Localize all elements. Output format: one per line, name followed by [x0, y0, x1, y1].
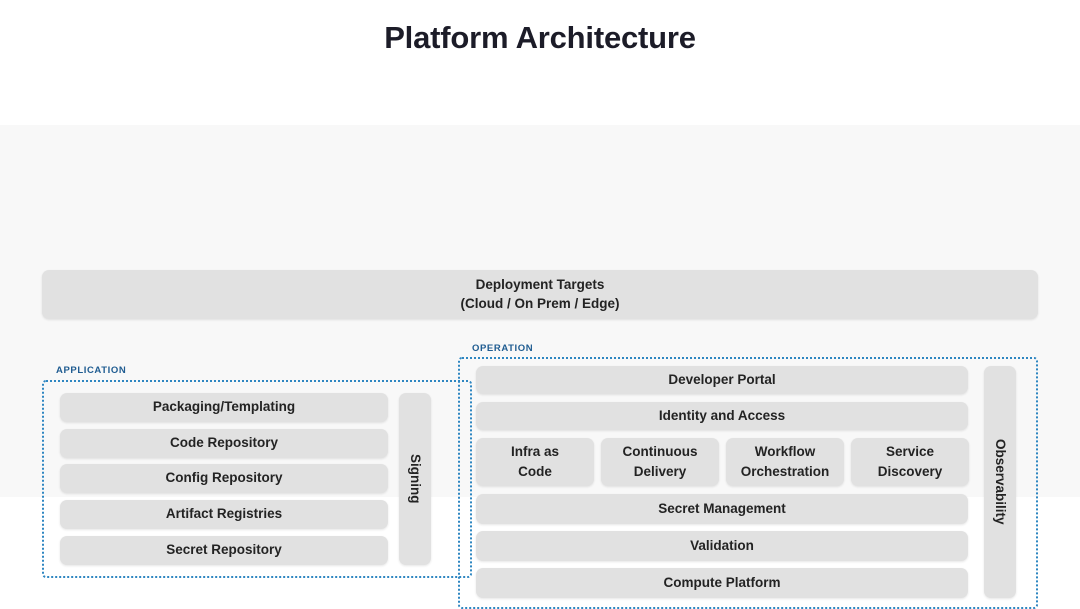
- group-label-application: APPLICATION: [56, 365, 127, 376]
- node-service-discovery-line2: Discovery: [877, 464, 943, 479]
- node-secret-management: Secret Management: [476, 494, 968, 524]
- node-infra-as-code-line2: Code: [518, 464, 552, 479]
- node-service-discovery-line1: Service: [885, 443, 935, 459]
- node-workflow-orchestration-line2: Orchestration: [740, 464, 830, 479]
- deployment-targets-line1: Deployment Targets: [475, 277, 605, 293]
- deployment-targets-line2: (Cloud / On Prem / Edge): [460, 295, 620, 311]
- node-developer-portal: Developer Portal: [476, 366, 968, 394]
- diagram-canvas: Deployment Targets (Cloud / On Prem / Ed…: [0, 125, 1080, 609]
- node-infra-as-code: Infra as Code: [476, 438, 594, 486]
- node-code-repository: Code Repository: [60, 429, 388, 458]
- node-continuous-delivery-line2: Delivery: [633, 464, 687, 479]
- node-continuous-delivery: Continuous Delivery: [601, 438, 719, 486]
- node-config-repository: Config Repository: [60, 464, 388, 493]
- node-service-discovery: Service Discovery: [851, 438, 969, 486]
- group-label-operation: OPERATION: [472, 343, 534, 354]
- node-validation: Validation: [476, 531, 968, 561]
- deployment-targets-box: Deployment Targets (Cloud / On Prem / Ed…: [42, 270, 1038, 319]
- node-observability: Observability: [984, 366, 1016, 598]
- node-infra-as-code-line1: Infra as: [510, 443, 560, 459]
- node-workflow-orchestration: Workflow Orchestration: [726, 438, 844, 486]
- node-signing: Signing: [399, 393, 431, 565]
- node-secret-repository: Secret Repository: [60, 536, 388, 565]
- node-workflow-orchestration-line1: Workflow: [754, 443, 816, 459]
- node-artifact-registries: Artifact Registries: [60, 500, 388, 529]
- page-title: Platform Architecture: [384, 20, 696, 55]
- node-continuous-delivery-line1: Continuous: [622, 443, 698, 459]
- diagram-page: Platform Architecture Deployment Targets…: [0, 20, 1080, 609]
- node-packaging-templating: Packaging/Templating: [60, 393, 388, 422]
- node-identity-and-access: Identity and Access: [476, 402, 968, 430]
- node-compute-platform: Compute Platform: [476, 568, 968, 598]
